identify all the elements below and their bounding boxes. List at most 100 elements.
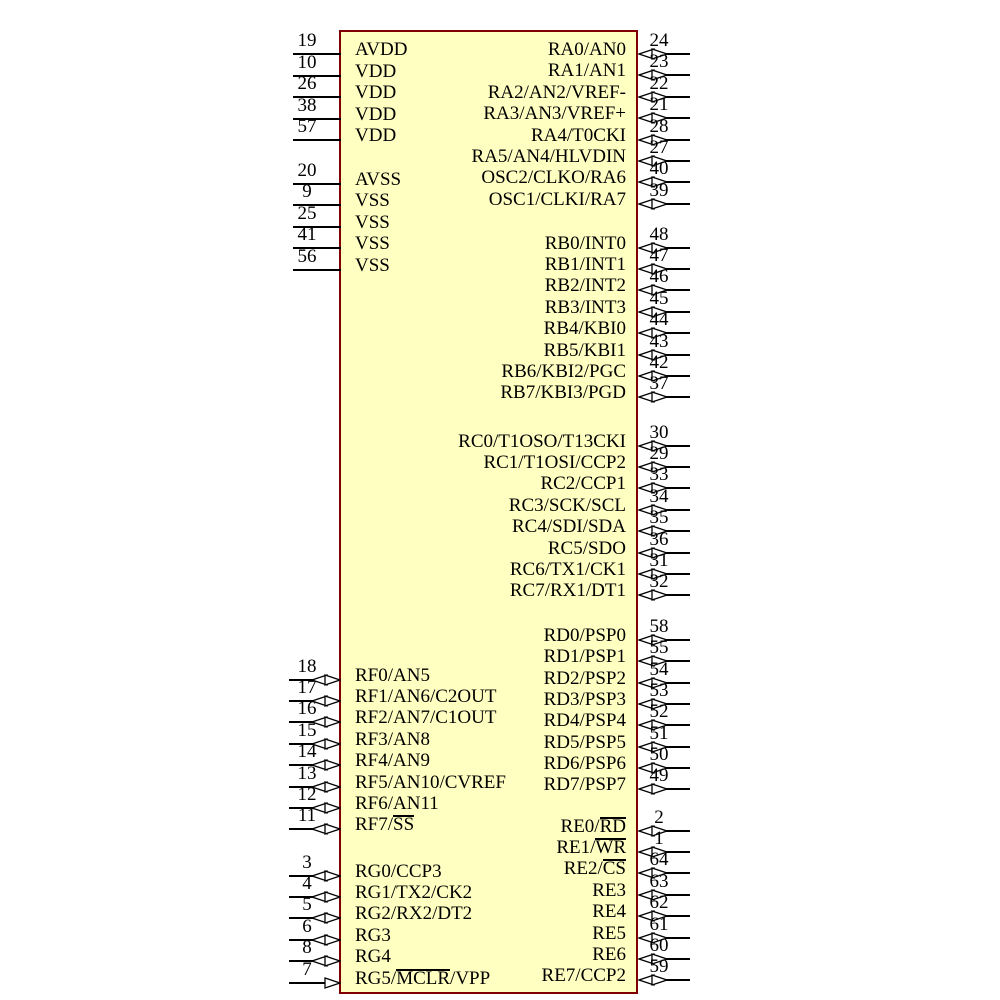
pin-wire	[666, 850, 690, 853]
pin-wire	[289, 699, 313, 702]
pin-label: RF1/AN6/C2OUT	[355, 686, 496, 708]
pin-wire	[293, 268, 341, 271]
pin-label: RB6/KBI2/PGC	[501, 361, 626, 383]
bidir-arrow-icon	[311, 737, 341, 750]
pin-number: 8	[302, 937, 312, 959]
bidir-arrow-icon	[311, 673, 341, 686]
pin-number: 14	[297, 741, 317, 763]
bidir-arrow-icon	[638, 719, 668, 732]
bidir-arrow-icon	[638, 133, 668, 146]
pin-wire	[666, 660, 690, 663]
pin-wire	[666, 202, 690, 205]
pin-wire	[293, 74, 341, 77]
pin-label-part: RB2/INT2	[544, 275, 626, 297]
pin-label: RE3	[592, 880, 626, 902]
pin-label: RB0/INT0	[545, 233, 626, 255]
pin-wire	[666, 332, 690, 335]
bidir-arrow-icon	[638, 369, 668, 382]
pin-wire	[293, 204, 341, 206]
pin-label-part: RB1/INT1	[544, 253, 626, 275]
pin-number: 7	[302, 958, 312, 980]
pin-label-part: RA1/AN1	[547, 60, 626, 82]
pin-wire	[666, 181, 690, 184]
pin-label-overline-part: SS	[393, 814, 415, 836]
pin-number: 53	[649, 679, 669, 701]
bidir-arrow-icon	[638, 348, 668, 361]
pin-label: RF3/AN8	[355, 729, 430, 751]
pin-number: 6	[302, 915, 312, 937]
pin-wire	[293, 53, 341, 55]
pin-number: 48	[649, 223, 669, 245]
bidir-arrow-icon	[638, 482, 668, 495]
pin-number: 30	[649, 421, 669, 443]
bidir-arrow-icon	[638, 48, 668, 60]
pin-label: VSS	[355, 190, 390, 212]
bidir-arrow-icon	[638, 824, 668, 837]
bidir-arrow-icon	[638, 197, 668, 210]
pin-number: 22	[649, 72, 669, 94]
pin-wire	[666, 745, 690, 748]
pin-label-part: VDD	[355, 60, 397, 82]
pin-label: RC2/CCP1	[540, 473, 626, 495]
pin-number: 29	[649, 442, 669, 464]
pin-number: 36	[649, 528, 669, 550]
pin-label: RA5/AN4/HLVDIN	[472, 146, 626, 168]
pin-label: VDD	[355, 125, 396, 147]
pin-label: RD5/PSP5	[544, 732, 626, 754]
pin-wire	[666, 487, 690, 490]
pin-label: RD7/PSP7	[544, 774, 626, 796]
pin-label-part: RD6/PSP6	[543, 752, 626, 774]
pin-label-overline-part: RD	[599, 815, 627, 837]
pin-label-overline-part: MCLR	[396, 967, 451, 989]
pin-label: RA3/AN3/VREF+	[483, 103, 626, 125]
pin-wire	[666, 444, 690, 447]
pin-label: RG0/CCP3	[355, 861, 442, 883]
pin-label-part: VSS	[355, 190, 390, 211]
bidir-arrow-icon	[638, 952, 668, 965]
pin-label: RB7/KBI3/PGD	[500, 382, 626, 404]
pin-label: RB5/KBI1	[544, 340, 626, 362]
pin-label: RC4/SDI/SDA	[512, 516, 626, 538]
pin-number: 20	[297, 159, 317, 181]
pin-label-part: RF0/AN5	[355, 664, 430, 686]
pin-wire	[666, 74, 690, 77]
pin-label-part: RF2/AN7/C1OUT	[355, 707, 497, 729]
pin-wire	[666, 508, 690, 511]
pin-label-part: /VPP	[450, 967, 491, 989]
pin-number: 24	[649, 30, 669, 51]
pin-wire	[666, 310, 690, 313]
bidir-arrow-icon	[638, 740, 668, 753]
pin-wire	[293, 225, 341, 228]
pin-wire	[666, 138, 690, 141]
pin-number: 23	[649, 51, 669, 73]
pin-label: VSS	[355, 255, 390, 277]
bidir-arrow-icon	[638, 546, 668, 559]
bidir-arrow-icon	[311, 716, 341, 729]
pin-number: 26	[297, 73, 317, 94]
pin-label: RG3	[355, 925, 391, 947]
pin-wire	[666, 957, 690, 960]
bidir-arrow-icon	[638, 867, 668, 880]
bidir-arrow-icon	[311, 869, 341, 882]
pin-label-part: RC4/SDI/SDA	[511, 516, 626, 538]
pin-number: 56	[297, 245, 317, 267]
pin-label: RA2/AN2/VREF-	[488, 82, 626, 104]
pin-number: 19	[297, 30, 317, 51]
pin-wire	[666, 766, 690, 769]
pin-label: RF6/AN11	[355, 793, 439, 815]
bidir-arrow-icon	[638, 305, 668, 318]
chip-body	[339, 30, 638, 994]
pin-number: 27	[649, 137, 669, 158]
pin-label-part: RC0/T1OSO/T13CKI	[458, 430, 626, 452]
pin-label: VDD	[355, 61, 396, 83]
pin-number: 17	[297, 676, 317, 698]
bidir-arrow-icon	[638, 503, 668, 516]
pin-number: 62	[649, 892, 669, 914]
pin-wire	[666, 95, 690, 98]
pin-label-part: RA3/AN3/VREF+	[483, 103, 626, 125]
pin-label-part: RA4/T0CKI	[531, 124, 626, 146]
pin-number: 3	[302, 851, 312, 873]
pin-number: 64	[649, 849, 669, 871]
pin-number: 21	[649, 94, 669, 116]
